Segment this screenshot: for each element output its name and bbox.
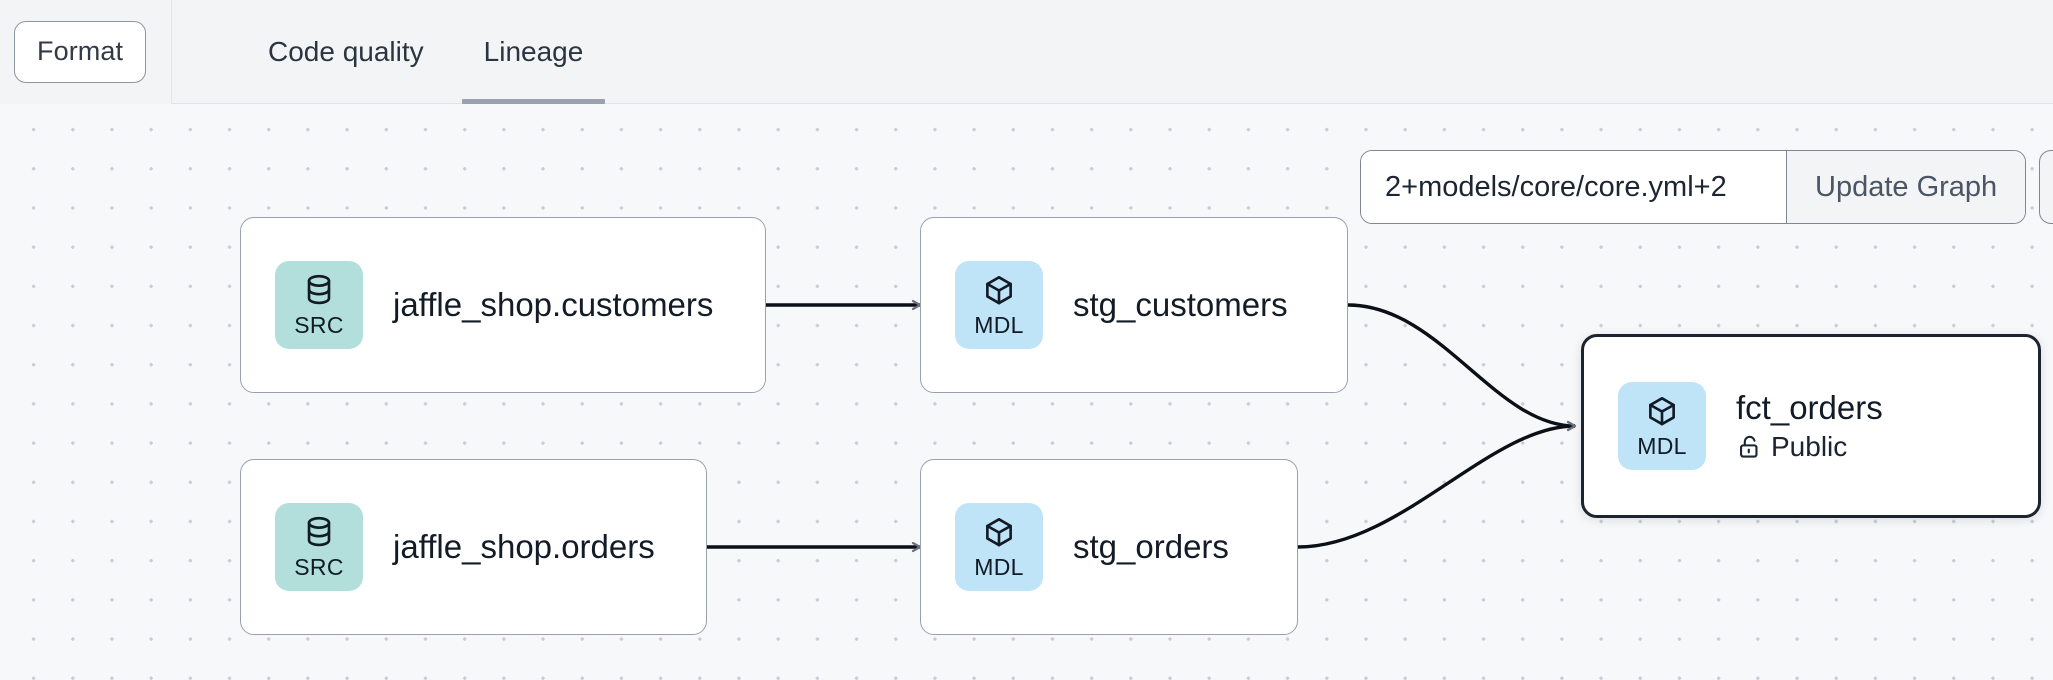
edge-stg-customers-to-fct-orders bbox=[1347, 303, 1577, 432]
node-visibility-badge: Public bbox=[1736, 431, 1883, 463]
node-visibility-label: Public bbox=[1771, 430, 1848, 462]
node-body: jaffle_shop.customers bbox=[393, 286, 713, 324]
node-title: jaffle_shop.customers bbox=[393, 286, 714, 324]
node-title: stg_customers bbox=[1073, 286, 1288, 324]
node-badge-label: SRC bbox=[294, 311, 344, 338]
database-icon bbox=[302, 274, 336, 310]
cube-icon bbox=[982, 274, 1016, 310]
node-badge-label: MDL bbox=[974, 311, 1024, 338]
node-body: stg_customers bbox=[1073, 286, 1288, 324]
unlock-icon bbox=[1736, 433, 1762, 461]
node-badge-label: MDL bbox=[974, 553, 1024, 580]
node-badge-label: SRC bbox=[294, 553, 344, 580]
graph-node-jaffle-shop-orders[interactable]: SRC jaffle_shop.orders bbox=[240, 459, 707, 635]
node-body: jaffle_shop.orders bbox=[393, 528, 655, 566]
lineage-canvas[interactable]: SRC jaffle_shop.customers MDL stg_custo bbox=[0, 104, 2053, 680]
tab-bar: Code quality Lineage bbox=[172, 0, 613, 104]
graph-node-jaffle-shop-customers[interactable]: SRC jaffle_shop.customers bbox=[240, 217, 766, 393]
graph-node-stg-customers[interactable]: MDL stg_customers bbox=[920, 217, 1348, 393]
node-body: stg_orders bbox=[1073, 528, 1229, 566]
node-title: fct_orders bbox=[1736, 389, 1883, 427]
cube-icon bbox=[1645, 395, 1679, 431]
node-title: stg_orders bbox=[1073, 528, 1229, 566]
node-badge-src: SRC bbox=[275, 503, 363, 591]
node-badge-mdl: MDL bbox=[955, 503, 1043, 591]
graph-node-stg-orders[interactable]: MDL stg_orders bbox=[920, 459, 1298, 635]
toolbar-left-section: Format bbox=[0, 0, 172, 104]
format-button[interactable]: Format bbox=[14, 20, 147, 83]
toolbar: Format Code quality Lineage bbox=[0, 0, 2053, 104]
cube-icon bbox=[982, 516, 1016, 552]
update-graph-button[interactable]: Update Graph bbox=[1786, 151, 2026, 223]
lineage-selector-input[interactable] bbox=[1361, 151, 1786, 223]
node-badge-label: MDL bbox=[1637, 432, 1687, 459]
database-icon bbox=[302, 516, 336, 552]
edge-stg-orders-to-fct-orders bbox=[1297, 420, 1577, 549]
node-badge-src: SRC bbox=[275, 261, 363, 349]
tab-code-quality[interactable]: Code quality bbox=[268, 35, 424, 67]
node-body: fct_orders Public bbox=[1736, 389, 1883, 463]
node-title: jaffle_shop.orders bbox=[393, 528, 655, 566]
graph-node-fct-orders[interactable]: MDL fct_orders Public bbox=[1581, 334, 2041, 518]
node-badge-mdl: MDL bbox=[955, 261, 1043, 349]
lineage-extra-control[interactable] bbox=[2039, 150, 2053, 224]
lineage-control-group: Update Graph bbox=[1360, 150, 2027, 224]
node-badge-mdl: MDL bbox=[1618, 382, 1706, 470]
tab-lineage[interactable]: Lineage bbox=[454, 0, 614, 104]
